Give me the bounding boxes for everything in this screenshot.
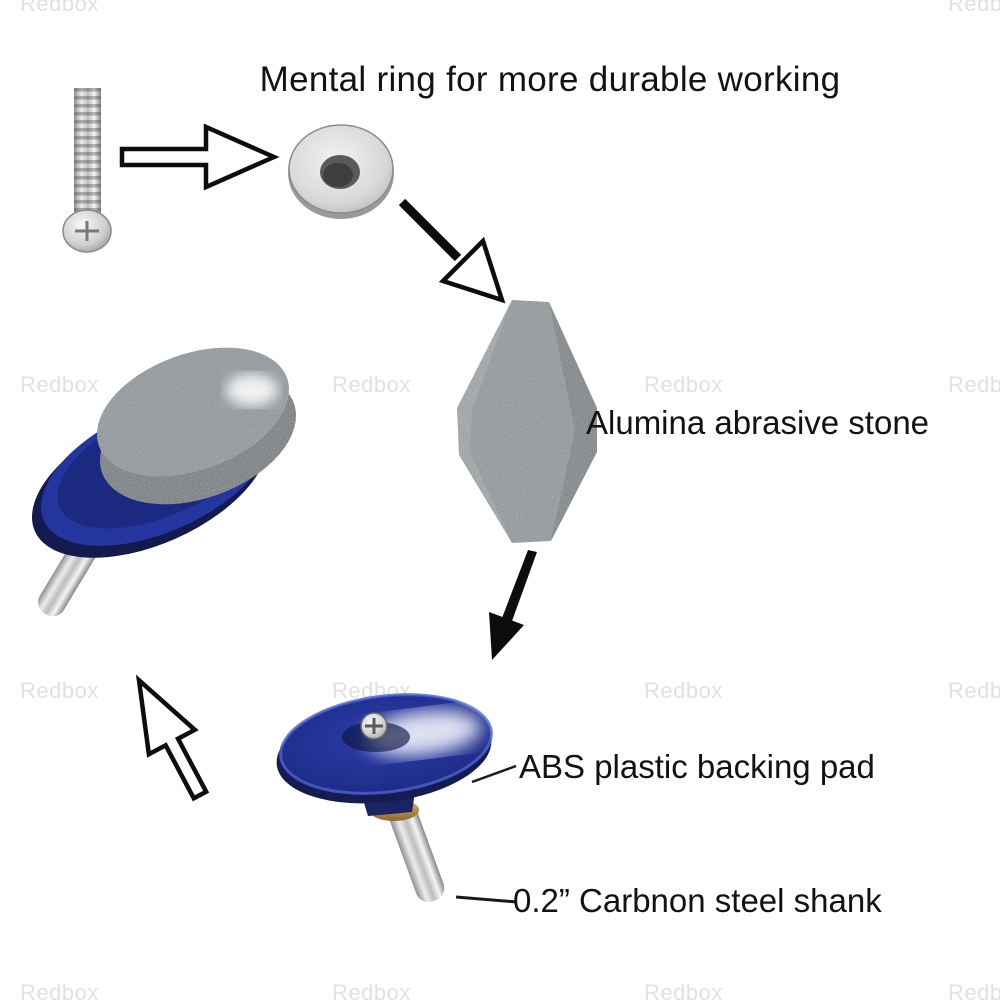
watermark-text: Redbox: [948, 980, 1000, 1000]
watermark-text: Redbox: [644, 678, 723, 703]
abrasive-stone-image: [457, 300, 597, 543]
arrow-right-icon: [119, 123, 280, 191]
watermark-text: Redbox: [948, 678, 1000, 703]
phillips-slot-icon: [75, 221, 99, 241]
pad-rim-highlight: [279, 693, 493, 795]
shank-label: 0.2” Carbnon steel shank: [513, 882, 882, 919]
screw-threads: [74, 88, 101, 222]
metal-ring-image: [288, 124, 394, 219]
backing-pad-assembly-image: [276, 693, 493, 902]
watermark-text: Redbox: [332, 980, 411, 1000]
watermark-text: Redbox: [20, 372, 99, 397]
stone-facet-dark: [549, 302, 597, 541]
watermark-text: Redbox: [644, 980, 723, 1000]
pad-label: ABS plastic backing pad: [519, 748, 875, 785]
watermark-text: Redbox: [332, 372, 411, 397]
assembled-glare: [226, 374, 278, 406]
shank-label-line: [455, 895, 518, 904]
stone-facet-light: [457, 300, 512, 543]
steel-shank: [388, 801, 445, 902]
arrow-up-left-icon: [135, 674, 210, 802]
watermark-text: Redbox: [20, 980, 99, 1000]
watermark-text: Redbox: [948, 0, 1000, 16]
arrow-down-right-icon: [398, 198, 506, 304]
watermark-text: Redbox: [948, 372, 1000, 397]
pad-label-line: [471, 764, 517, 784]
stone-label: Alumina abrasive stone: [586, 404, 930, 441]
watermark-text: Redbox: [20, 0, 99, 16]
assembled-sharpener-image: [31, 347, 297, 617]
washer-hole-shadow: [323, 163, 353, 187]
title-label: Mental ring for more durable working: [259, 60, 841, 99]
watermark-text: Redbox: [644, 372, 723, 397]
watermark-text: Redbox: [20, 678, 99, 703]
arrow-down-solid-icon: [489, 550, 537, 660]
pad-screw-slot-icon: [365, 718, 383, 734]
mounting-screw-image: [62, 88, 112, 253]
